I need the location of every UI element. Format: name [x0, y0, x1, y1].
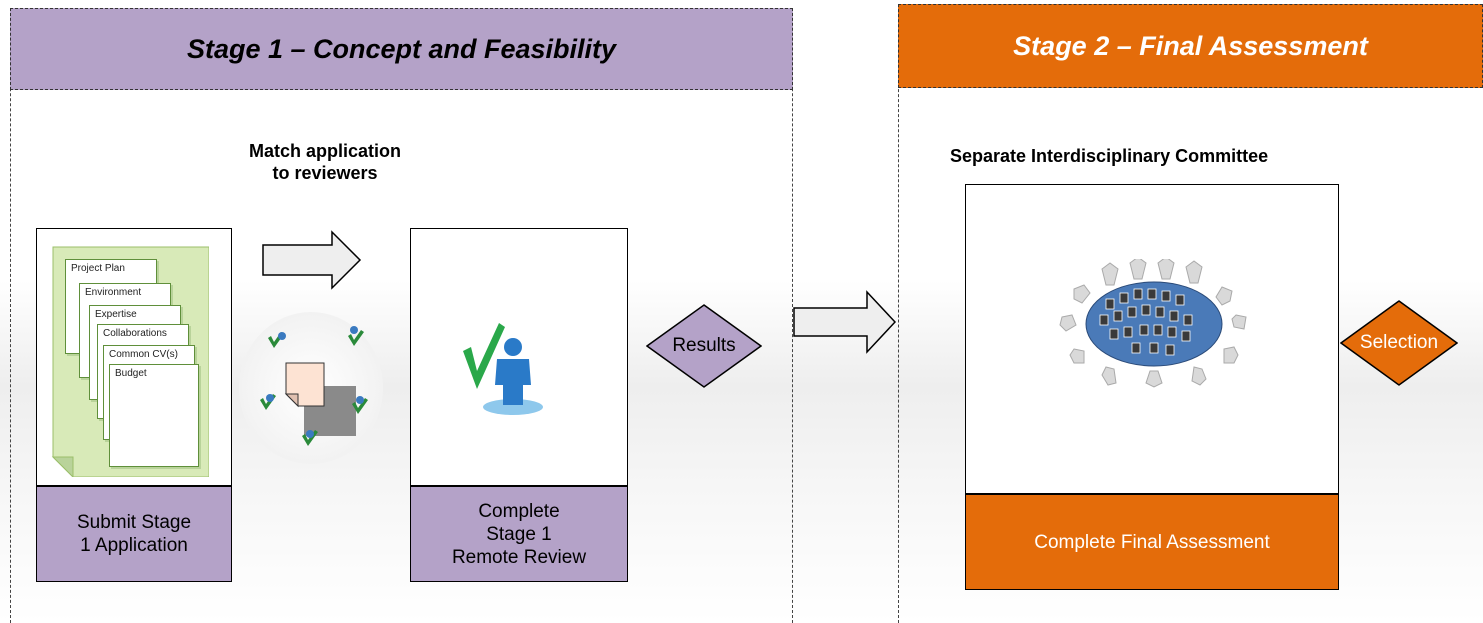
final-assessment-caption: Complete Final Assessment [965, 494, 1339, 590]
application-documents-box: Project Plan Environment Expertise Colla… [36, 228, 232, 486]
match-reviewers-label: Match application to reviewers [248, 141, 401, 183]
submit-application-caption: Submit Stage 1 Application [36, 486, 232, 582]
selection-label: Selection [1359, 332, 1439, 353]
reviewer-circle-icon [239, 312, 383, 464]
remote-review-box [410, 228, 628, 486]
final-assessment-box [965, 184, 1339, 494]
document-budget: Budget [109, 364, 199, 467]
stage1-frame [10, 8, 793, 623]
results-label: Results [672, 335, 736, 356]
reviewer-check-icon [443, 311, 561, 426]
results-decision: Results [646, 304, 762, 388]
stage1-title: Stage 1 – Concept and Feasibility [10, 8, 793, 90]
arrow-icon [262, 230, 362, 290]
selection-decision: Selection [1340, 300, 1458, 386]
committee-table-icon [1059, 259, 1247, 388]
committee-label: Separate Interdisciplinary Committee [950, 146, 1269, 166]
remote-review-caption: Complete Stage 1 Remote Review [410, 486, 628, 582]
stage2-title: Stage 2 – Final Assessment [898, 4, 1483, 88]
stage2-frame [898, 4, 1483, 623]
stage-transition-arrow-icon [793, 290, 897, 354]
